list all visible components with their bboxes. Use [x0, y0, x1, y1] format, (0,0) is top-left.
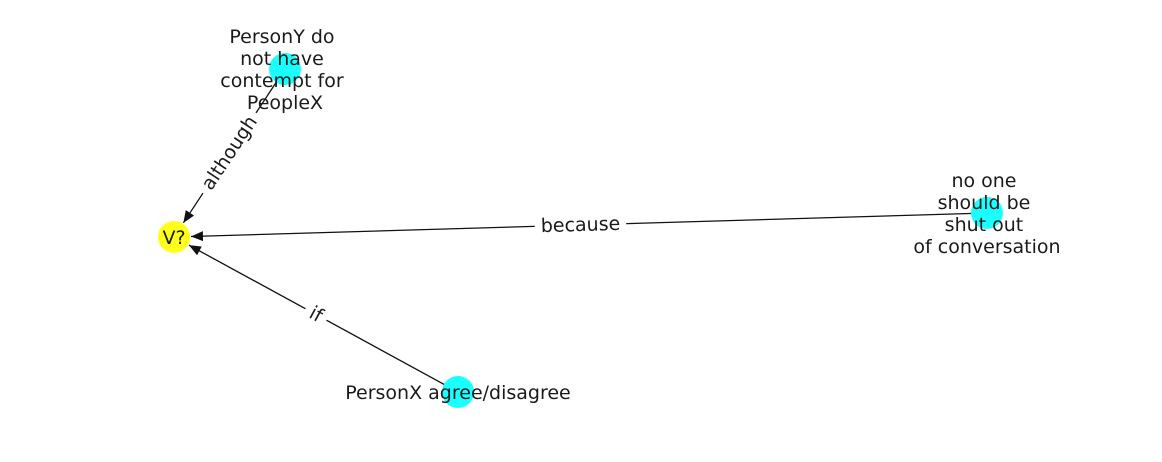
node-personx-label: PersonX agree/disagree — [345, 382, 571, 404]
node-noone-circle — [971, 197, 1003, 229]
svg-text:because: because — [540, 213, 620, 237]
svg-text:although: although — [197, 112, 262, 194]
edge-label-although: although — [192, 106, 267, 200]
node-personx-circle — [442, 376, 474, 408]
edge-label-because: because — [534, 211, 627, 239]
node-persony-label: PersonY do not have contempt for PeopleX — [220, 26, 349, 114]
edge-label-if: if — [299, 298, 333, 331]
node-v-circle — [158, 221, 190, 253]
node-persony-circle — [269, 53, 301, 85]
node-v-label: V? — [162, 227, 185, 249]
node-noone-label: no one should be shut out of conversatio… — [913, 170, 1060, 258]
